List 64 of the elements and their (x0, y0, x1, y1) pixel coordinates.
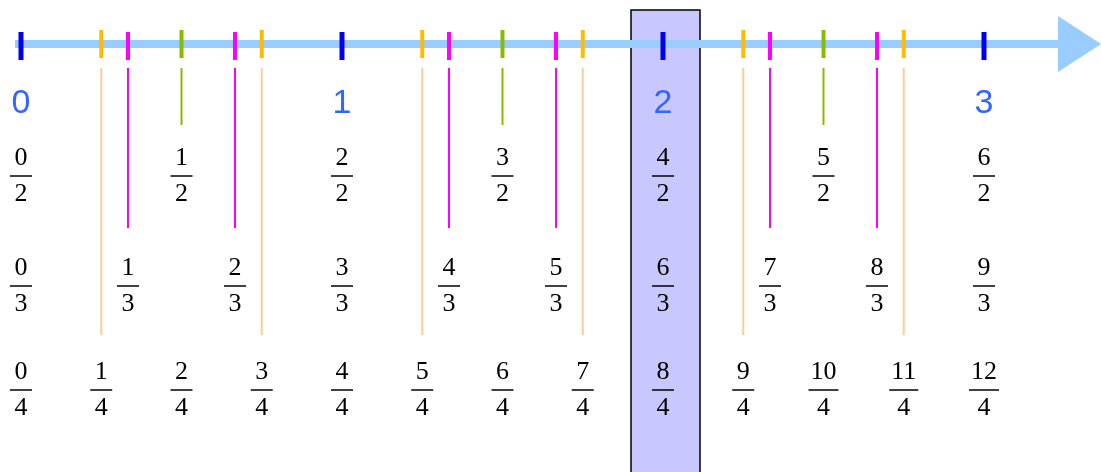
number-label: 3 (974, 84, 994, 118)
numerator: 0 (14, 252, 28, 282)
numerator: 1 (121, 252, 135, 282)
number-label: 0 (11, 84, 31, 118)
denominator: 3 (442, 288, 456, 318)
numerator: 7 (763, 252, 777, 282)
numerator: 5 (415, 356, 429, 386)
denominator: 2 (977, 178, 991, 208)
numerator: 10 (810, 356, 837, 386)
denominator: 4 (977, 392, 991, 422)
numerator: 2 (228, 252, 242, 282)
denominator: 4 (415, 392, 429, 422)
numerator: 4 (656, 142, 670, 172)
denominator: 4 (576, 392, 590, 422)
denominator: 2 (496, 178, 509, 208)
denominator: 2 (14, 178, 28, 208)
number-label: 2 (653, 84, 673, 118)
denominator: 3 (14, 288, 28, 318)
numerator: 3 (335, 252, 349, 282)
numerator: 3 (255, 356, 269, 386)
numerator: 7 (576, 356, 590, 386)
number-label: 1 (332, 84, 352, 118)
denominator: 2 (817, 178, 830, 208)
denominator: 2 (175, 178, 188, 208)
numerator: 6 (496, 356, 509, 386)
numerator: 0 (14, 356, 28, 386)
numerator: 4 (442, 252, 456, 282)
denominator: 4 (14, 392, 28, 422)
denominator: 3 (335, 288, 349, 318)
numerator: 4 (335, 356, 349, 386)
numerator: 9 (977, 252, 991, 282)
denominator: 4 (656, 392, 670, 422)
denominator: 2 (656, 178, 670, 208)
denominator: 3 (656, 288, 670, 318)
numerator: 8 (656, 356, 670, 386)
denominator: 3 (977, 288, 991, 318)
numerator: 11 (891, 356, 917, 386)
numerator: 5 (549, 252, 563, 282)
numerator: 0 (14, 142, 28, 172)
numerator: 8 (870, 252, 884, 282)
numerator: 9 (736, 356, 750, 386)
numerator: 1 (94, 356, 108, 386)
denominator: 4 (736, 392, 750, 422)
denominator: 3 (763, 288, 777, 318)
denominator: 2 (335, 178, 349, 208)
numerator: 1 (175, 142, 188, 172)
denominator: 4 (897, 392, 911, 422)
numerator: 12 (971, 356, 997, 386)
numerator: 2 (335, 142, 349, 172)
denominator: 3 (549, 288, 563, 318)
denominator: 4 (496, 392, 509, 422)
denominator: 4 (335, 392, 349, 422)
numerator: 2 (175, 356, 188, 386)
numerator: 6 (977, 142, 991, 172)
numerator: 3 (496, 142, 509, 172)
denominator: 4 (94, 392, 108, 422)
denominator: 4 (175, 392, 188, 422)
numerator: 6 (656, 252, 670, 282)
denominator: 3 (121, 288, 135, 318)
numerator: 5 (817, 142, 830, 172)
denominator: 4 (817, 392, 830, 422)
denominator: 3 (870, 288, 884, 318)
denominator: 4 (255, 392, 269, 422)
denominator: 3 (228, 288, 242, 318)
